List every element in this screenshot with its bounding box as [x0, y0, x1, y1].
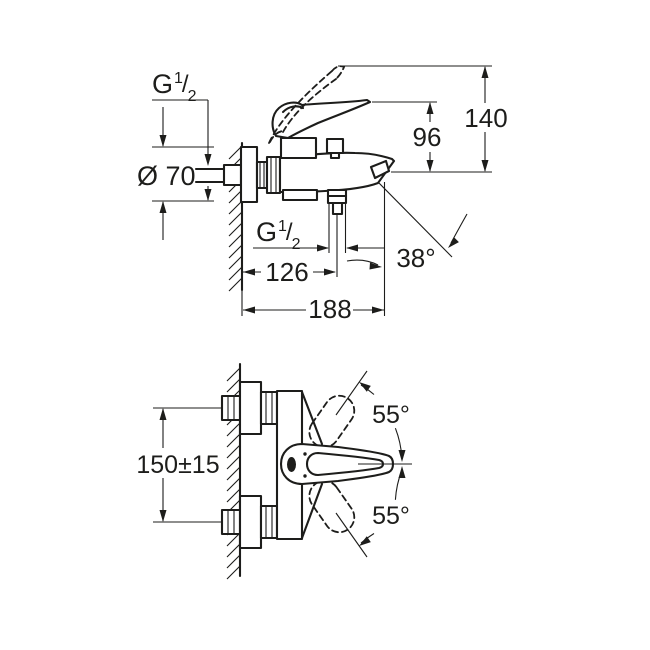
side-view: G1/2 Ø 70 96: [137, 65, 508, 324]
dim-wall-thread: G1/2: [152, 69, 212, 166]
outlet-distance-label: 126: [265, 257, 308, 287]
dim-outlet-distance: 126: [243, 257, 336, 287]
union-nut-lower: [259, 504, 279, 540]
lever-handle-raised: [268, 65, 346, 144]
swing-lower-label: 55°: [372, 502, 410, 530]
supply-pipe: [194, 163, 243, 187]
outlet-thread-label: G1/2: [256, 217, 301, 253]
spout-angle-label: 38°: [396, 243, 435, 273]
plan-view: 150±15 55° 55°: [136, 362, 412, 580]
escutcheon-diameter-label: Ø 70: [137, 161, 196, 191]
aerator: [369, 159, 391, 180]
inlet-nut-lower: [220, 508, 242, 536]
dim-inlet-spacing: 150±15: [136, 408, 220, 522]
dim-outlet-thread: G1/2: [253, 217, 384, 253]
inlet-nut-upper: [220, 394, 242, 422]
swing-upper-label: 55°: [372, 401, 410, 429]
pipe-nut: [222, 163, 243, 187]
inlet-spacing-label: 150±15: [136, 451, 219, 479]
lever-height-label: 96: [413, 122, 442, 152]
lever-swung-up: [308, 394, 356, 448]
spout-reach-label: 188: [308, 294, 351, 324]
lever-handle-plan: [279, 442, 395, 486]
inlet-upper: [153, 380, 279, 436]
logo-mark: [287, 457, 296, 472]
union-connection: [255, 155, 282, 195]
valve-housing: [281, 188, 319, 202]
cartridge-housing: [279, 136, 318, 160]
dim-spout-angle: 38°: [346, 181, 468, 273]
lever-swung-down: [308, 480, 356, 534]
dim-swing-angles: 55° 55°: [335, 370, 412, 558]
inlet-lower: [153, 494, 279, 550]
lever-raised-height-label: 140: [464, 103, 507, 133]
diverter-knob: [325, 137, 345, 155]
dim-lever-heights: 96 140: [338, 65, 508, 173]
dim-spout-reach: 188: [243, 294, 384, 324]
mixer-body: [278, 136, 396, 216]
wall-thread-label: G1/2: [152, 69, 197, 105]
union-nut: [265, 155, 282, 195]
escutcheon: [239, 145, 259, 204]
lever-handle: [271, 98, 372, 140]
union-nut-upper: [259, 390, 279, 426]
escutcheon-lower: [238, 494, 263, 550]
escutcheon-upper: [238, 380, 263, 436]
dim-escutcheon-diameter: Ø 70: [137, 107, 214, 240]
